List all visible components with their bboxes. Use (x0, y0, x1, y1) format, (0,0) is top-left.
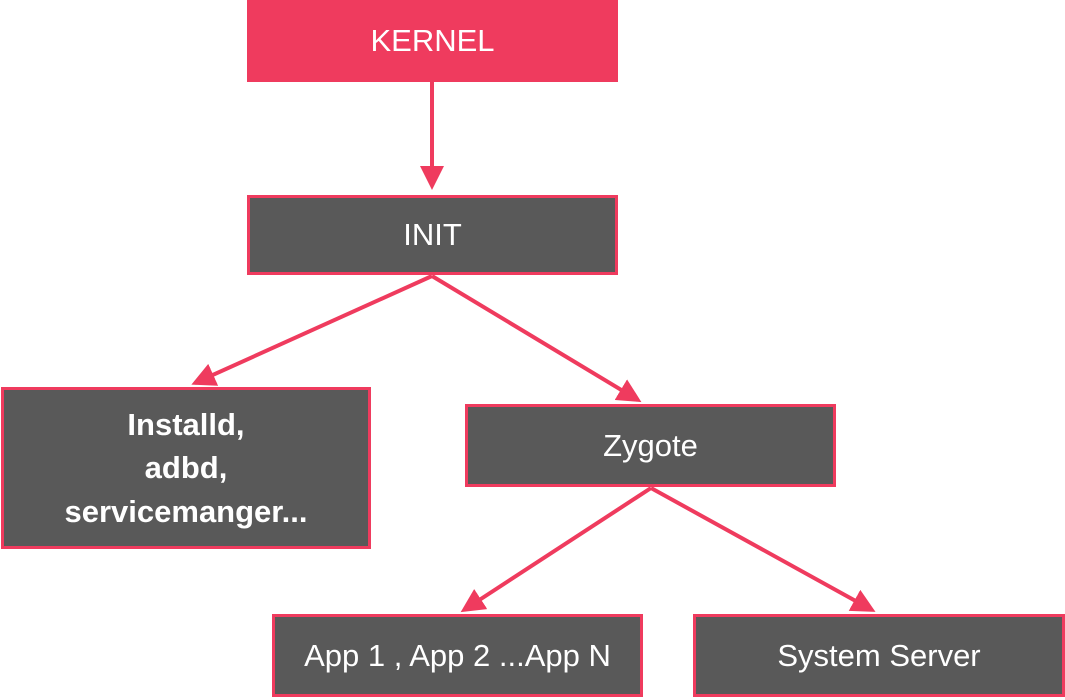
apps-label: App 1 , App 2 ...App N (304, 637, 611, 673)
daemon-servicemanager-label: servicemanger... (64, 493, 308, 529)
system-server-node: System Server (693, 614, 1065, 697)
arrow-init-to-zygote (430, 274, 642, 403)
init-label: INIT (403, 217, 462, 253)
zygote-node: Zygote (465, 404, 836, 487)
daemon-adbd-label: adbd, (144, 450, 228, 486)
daemons-node: Installd, adbd, servicemanger... (1, 387, 371, 549)
init-node: INIT (247, 195, 618, 275)
daemon-installd-label: Installd, (127, 406, 245, 442)
kernel-label: KERNEL (370, 23, 495, 59)
arrow-zygote-to-system-server (650, 486, 876, 612)
system-server-label: System Server (777, 637, 981, 673)
arrow-init-to-daemons (191, 274, 433, 386)
apps-node: App 1 , App 2 ...App N (272, 614, 643, 697)
daemons-list: Installd, adbd, servicemanger... (65, 403, 308, 533)
zygote-label: Zygote (603, 427, 698, 463)
kernel-node: KERNEL (247, 0, 618, 82)
arrow-zygote-to-apps (460, 486, 653, 613)
